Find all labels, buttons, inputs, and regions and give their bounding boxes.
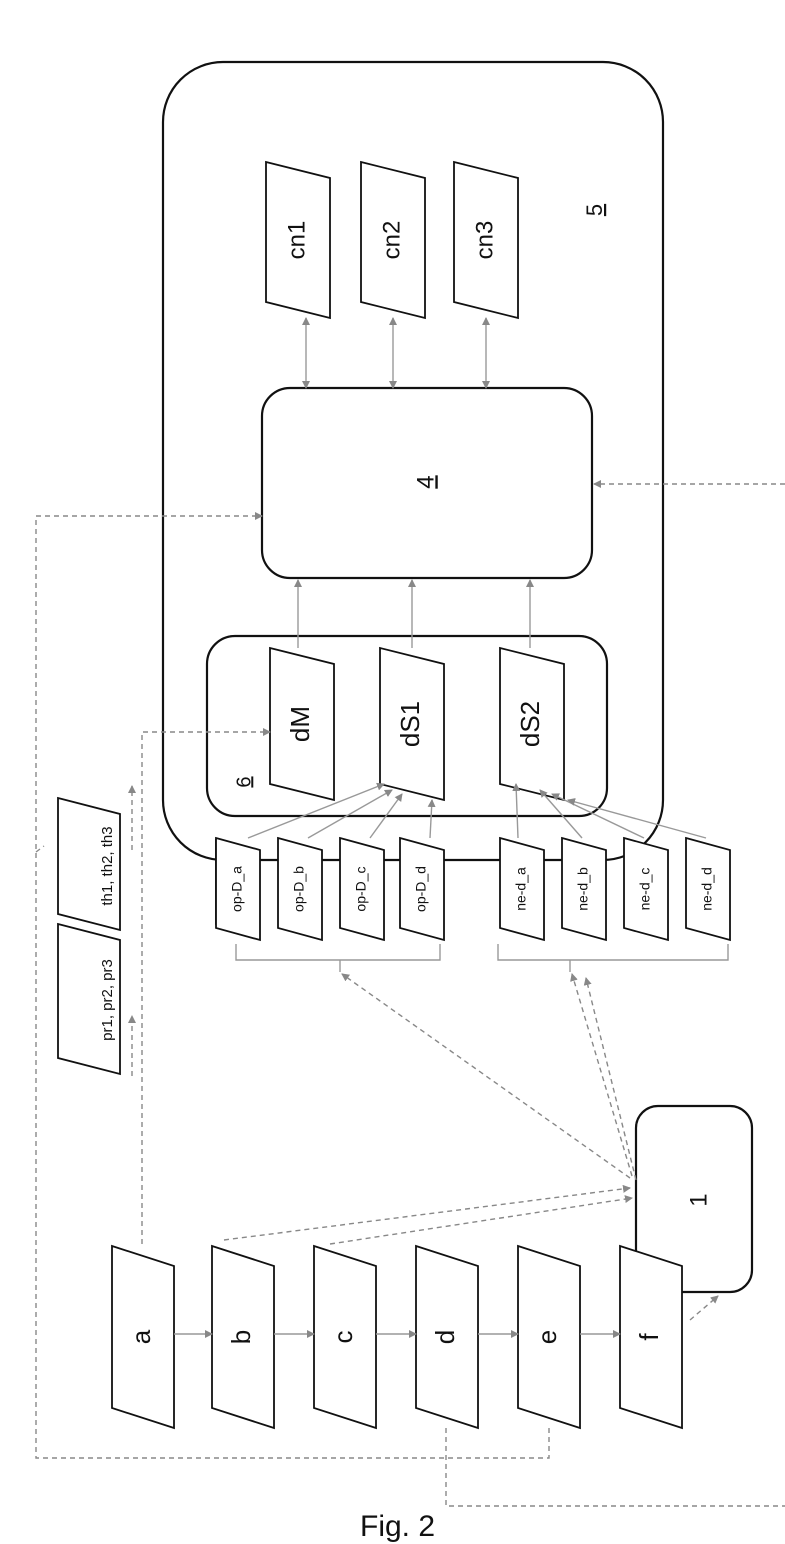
cn2-block: cn2 — [361, 162, 425, 318]
dashed-1-op — [342, 974, 630, 1178]
dashed-1-ne2 — [586, 978, 636, 1180]
op-D-b-label: op-D_b — [291, 866, 307, 912]
node-e-label: e — [532, 1330, 562, 1344]
patent-diagram: 5 4 6 cn1 cn2 cn3 dM dS1 dS2 op — [0, 0, 785, 1510]
node-d-label: d — [430, 1330, 460, 1344]
op-D-a-label: op-D_a — [229, 866, 245, 912]
pr-label: pr1, pr2, pr3 — [99, 959, 116, 1041]
outer-box-label: 5 — [582, 204, 607, 216]
node-c-label: c — [328, 1331, 358, 1344]
node-a-label: a — [126, 1329, 156, 1344]
cn2-label: cn2 — [378, 221, 405, 260]
source-box-label: 1 — [685, 1193, 712, 1206]
dashed-left-marker — [36, 846, 44, 852]
dashed-c-1 — [330, 1198, 632, 1244]
dashed-b-1 — [224, 1188, 630, 1240]
node-b-label: b — [226, 1330, 256, 1344]
dashed-f-1 — [690, 1296, 718, 1320]
processor-label: 4 — [412, 475, 439, 488]
cn3-label: cn3 — [471, 221, 498, 260]
figure-caption: Fig. 2 — [360, 1510, 435, 1544]
dS1-block: dS1 — [380, 648, 444, 800]
dS1-label: dS1 — [395, 701, 425, 747]
cn1-block: cn1 — [266, 162, 330, 318]
cn3-block: cn3 — [454, 162, 518, 318]
dM-label: dM — [285, 706, 315, 742]
dashed-d-loop-right — [446, 1428, 785, 1506]
inner-box-label: 6 — [233, 776, 255, 787]
dM-block: dM — [270, 648, 334, 800]
cn1-label: cn1 — [283, 221, 310, 260]
ne-d-b-label: ne-d_b — [575, 867, 591, 911]
bracket-ne — [498, 944, 728, 972]
dS2-label: dS2 — [515, 701, 545, 747]
bracket-op — [236, 944, 440, 972]
node-f-label: f — [634, 1333, 664, 1341]
dS2-block: dS2 — [500, 648, 564, 800]
ne-d-d-label: ne-d_d — [699, 867, 715, 911]
th-label: th1, th2, th3 — [99, 826, 116, 905]
op-D-c-label: op-D_c — [353, 866, 369, 911]
dashed-1-ne — [572, 974, 632, 1176]
ne-d-a-label: ne-d_a — [513, 867, 529, 911]
ne-d-c-label: ne-d_c — [637, 868, 653, 911]
op-D-d-label: op-D_d — [413, 866, 429, 912]
